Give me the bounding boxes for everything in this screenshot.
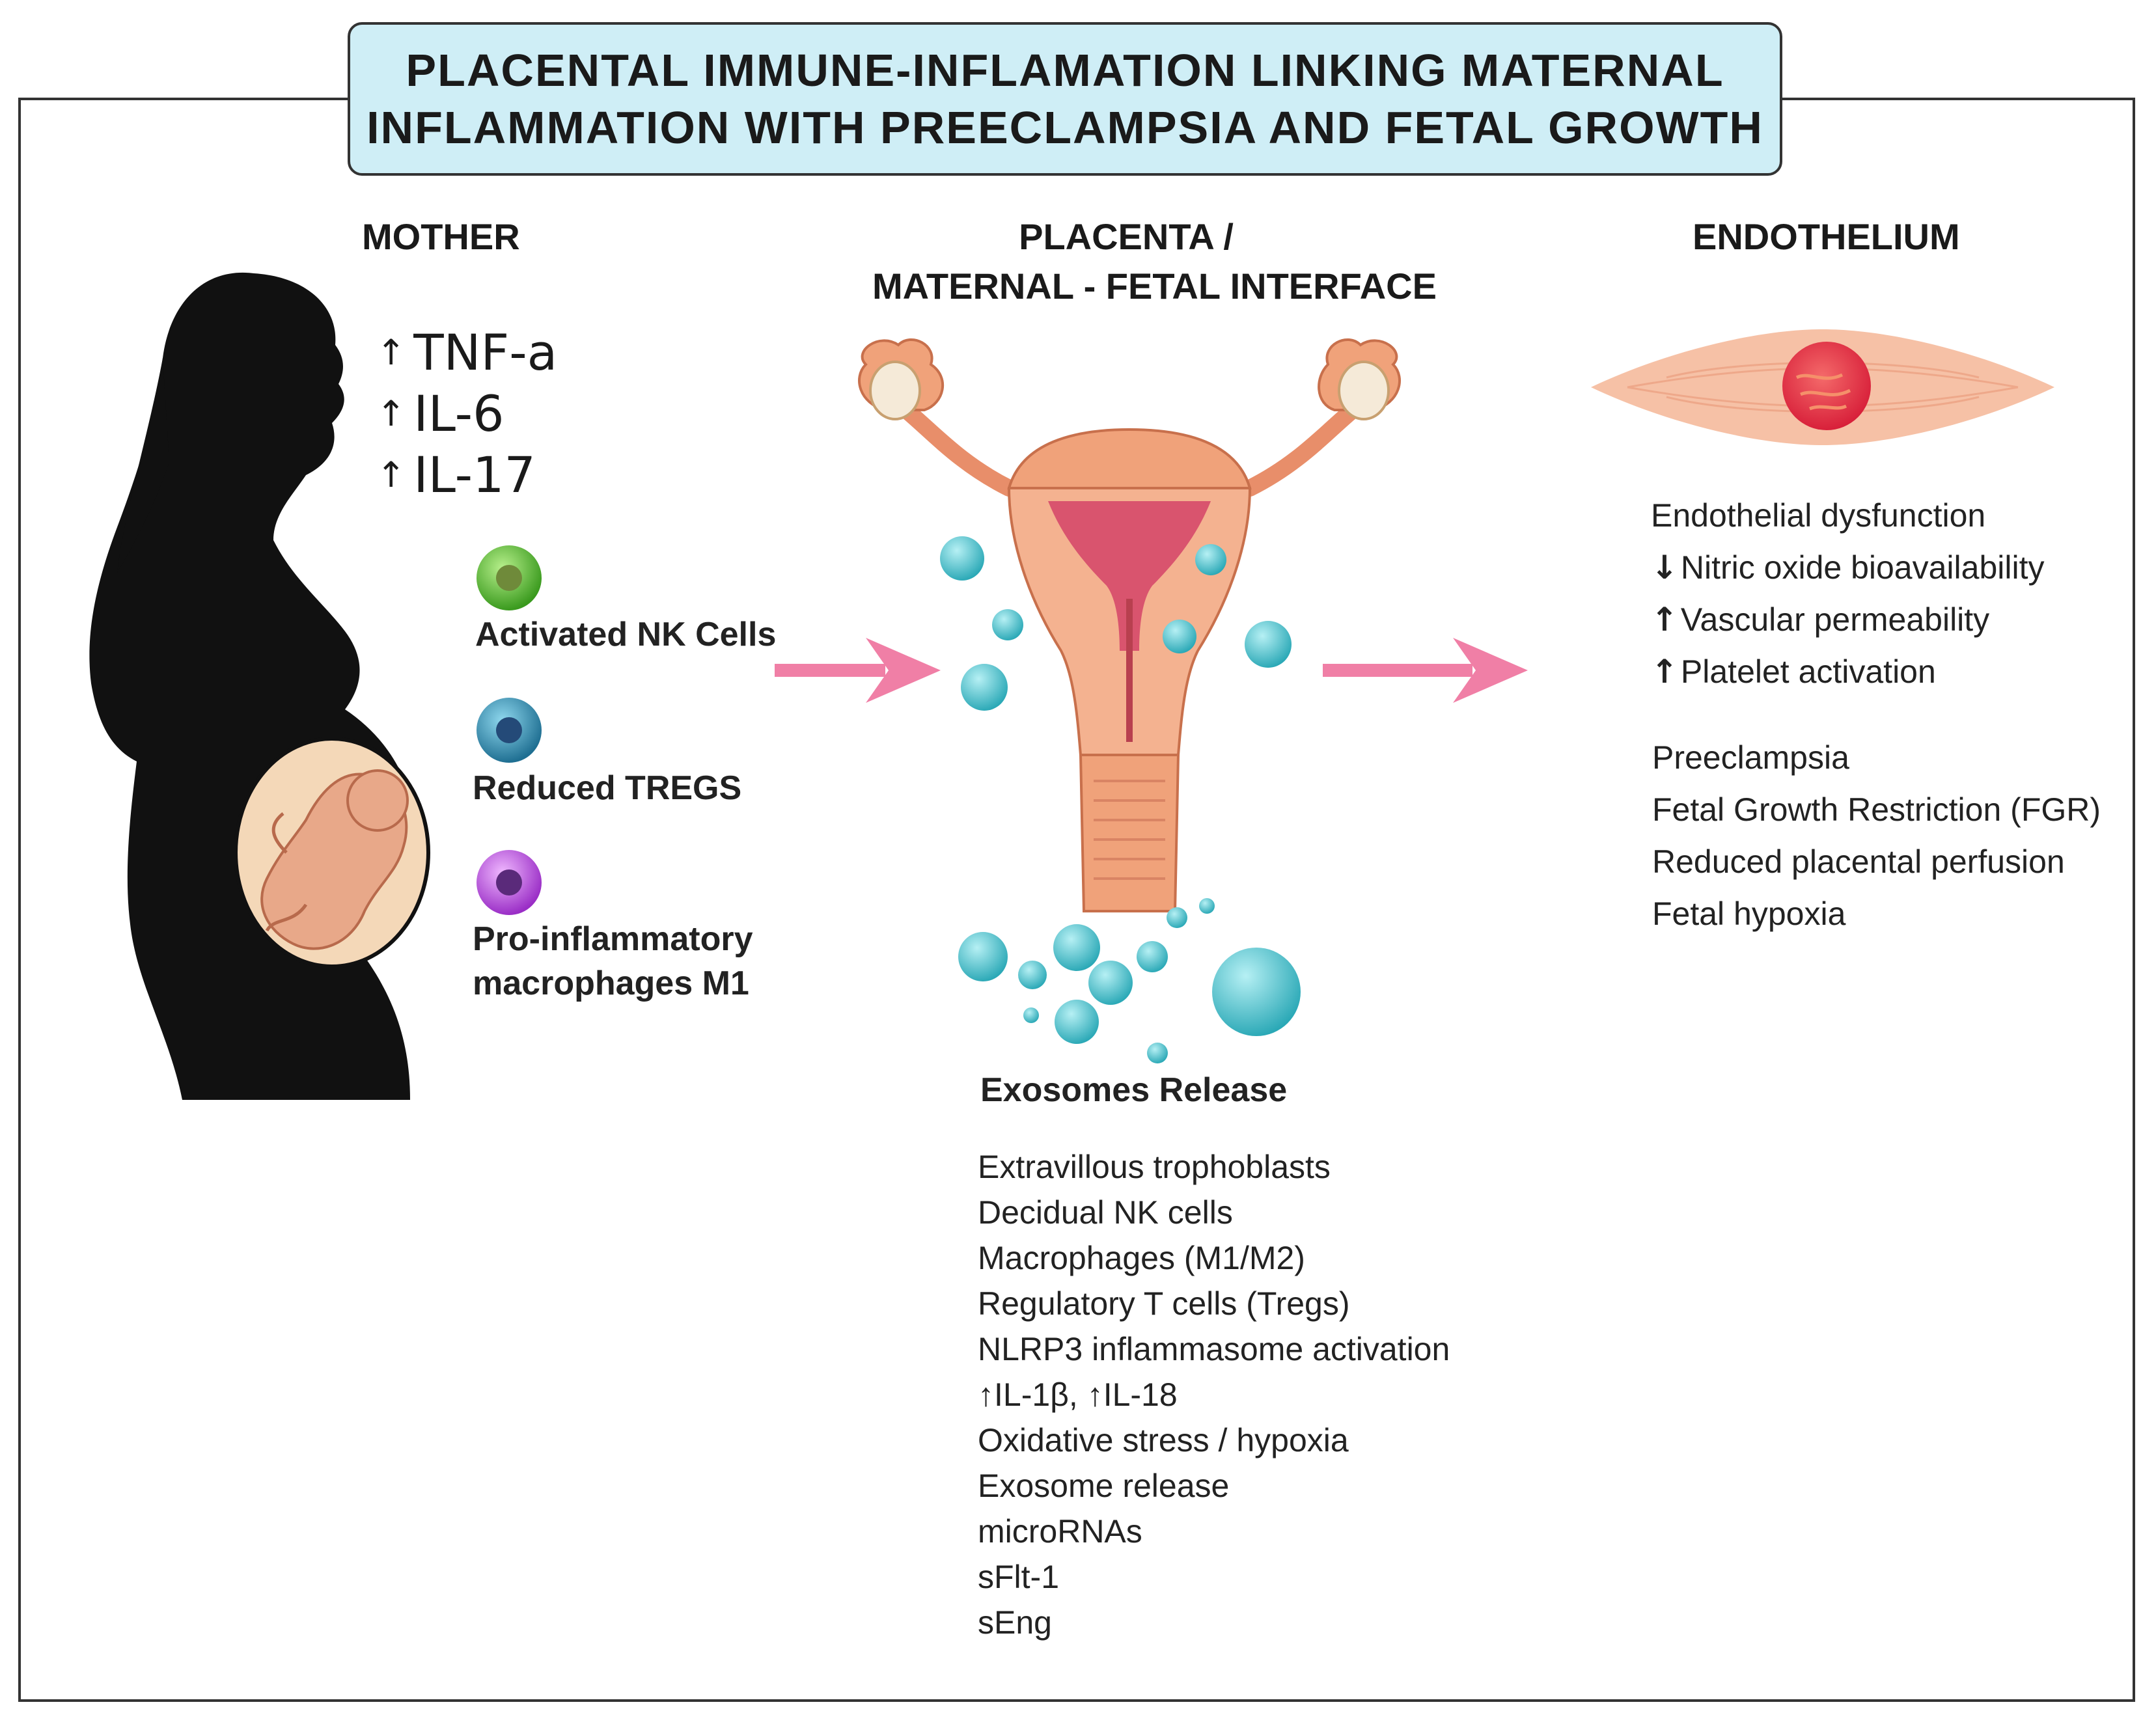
up-arrow-icon: ↑ [376, 332, 406, 373]
list-item: Exosome release [978, 1468, 1230, 1504]
exosomes-release-label: Exosomes Release [980, 1071, 1288, 1109]
cytokine-il17: ↑IL-17 [376, 446, 536, 504]
endothelium-heading: ENDOTHELIUM [1693, 216, 1960, 257]
up-arrow-icon: ↑ [376, 454, 406, 495]
list-item: microRNAs [978, 1513, 1142, 1550]
list-item: ↑Vascular permeability [1651, 601, 1990, 638]
list-item: ↑Platelet activation [1651, 653, 1936, 691]
title-box: PLACENTAL IMMUNE-INFLAMATION LINKING MAT… [348, 22, 1782, 176]
list-item: sFlt-1 [978, 1559, 1059, 1595]
list-item: Decidual NK cells [978, 1194, 1233, 1231]
list-item: Preeclampsia [1652, 739, 1849, 776]
endothelium-outcomes-list: Preeclampsia Fetal Growth Restriction (F… [1652, 732, 2101, 940]
nk-cell-icon [477, 545, 542, 610]
list-item: Fetal hypoxia [1652, 896, 1846, 932]
cytokine-tnf: ↑TNF-a [376, 323, 558, 381]
arrow-mother-to-placenta-icon [775, 638, 941, 703]
up-arrow-icon: ↑ [1651, 601, 1678, 638]
list-item: ↓Nitric oxide bioavailability [1651, 549, 2045, 586]
list-item: NLRP3 inflammasome activation [978, 1331, 1450, 1367]
placenta-heading-line2: MATERNAL - FETAL INTERFACE [872, 266, 1437, 307]
list-item: Macrophages (M1/M2) [978, 1240, 1305, 1276]
exosome-bubbles-icon [940, 536, 1301, 1063]
endothelium-effects-list: Endothelial dysfunction ↓Nitric oxide bi… [1651, 489, 2044, 698]
endothelial-cell-icon [1591, 329, 2054, 445]
list-item: Oxidative stress / hypoxia [978, 1422, 1349, 1458]
list-item: Extravillous trophoblasts [978, 1149, 1331, 1185]
macrophage-label-line1: Pro-inflammatory [473, 920, 753, 958]
title-line-1: PLACENTAL IMMUNE-INFLAMATION LINKING MAT… [406, 45, 1724, 96]
title-line-2: INFLAMMATION WITH PREECLAMPSIA AND FETAL… [366, 102, 1763, 153]
cytokine-il6: ↑IL-6 [376, 385, 504, 443]
list-item: Regulatory T cells (Tregs) [978, 1285, 1350, 1322]
list-item: sEng [978, 1604, 1052, 1641]
placenta-items-list: Extravillous trophoblasts Decidual NK ce… [978, 1144, 1450, 1645]
mother-heading: MOTHER [362, 216, 520, 257]
up-arrow-icon: ↑ [376, 393, 406, 434]
arrow-placenta-to-endothelium-icon [1323, 638, 1528, 703]
macrophage-label-line2: macrophages M1 [473, 965, 749, 1002]
treg-cell-label: Reduced TREGS [473, 769, 742, 807]
up-arrow-icon: ↑ [1651, 653, 1678, 691]
list-item: Fetal Growth Restriction (FGR) [1652, 791, 2101, 828]
macrophage-cell-icon [477, 850, 542, 915]
list-item: Reduced placental perfusion [1652, 843, 2065, 880]
placenta-heading-line1: PLACENTA / [1019, 216, 1234, 257]
treg-cell-icon [477, 698, 542, 763]
list-item: ↑IL-1β, ↑IL-18 [978, 1376, 1178, 1413]
uterus-icon [858, 338, 1401, 912]
down-arrow-icon: ↓ [1651, 549, 1678, 586]
nk-cell-label: Activated NK Cells [475, 616, 777, 653]
pregnant-woman-silhouette-icon [89, 272, 430, 1100]
list-item: Endothelial dysfunction [1651, 497, 1986, 534]
